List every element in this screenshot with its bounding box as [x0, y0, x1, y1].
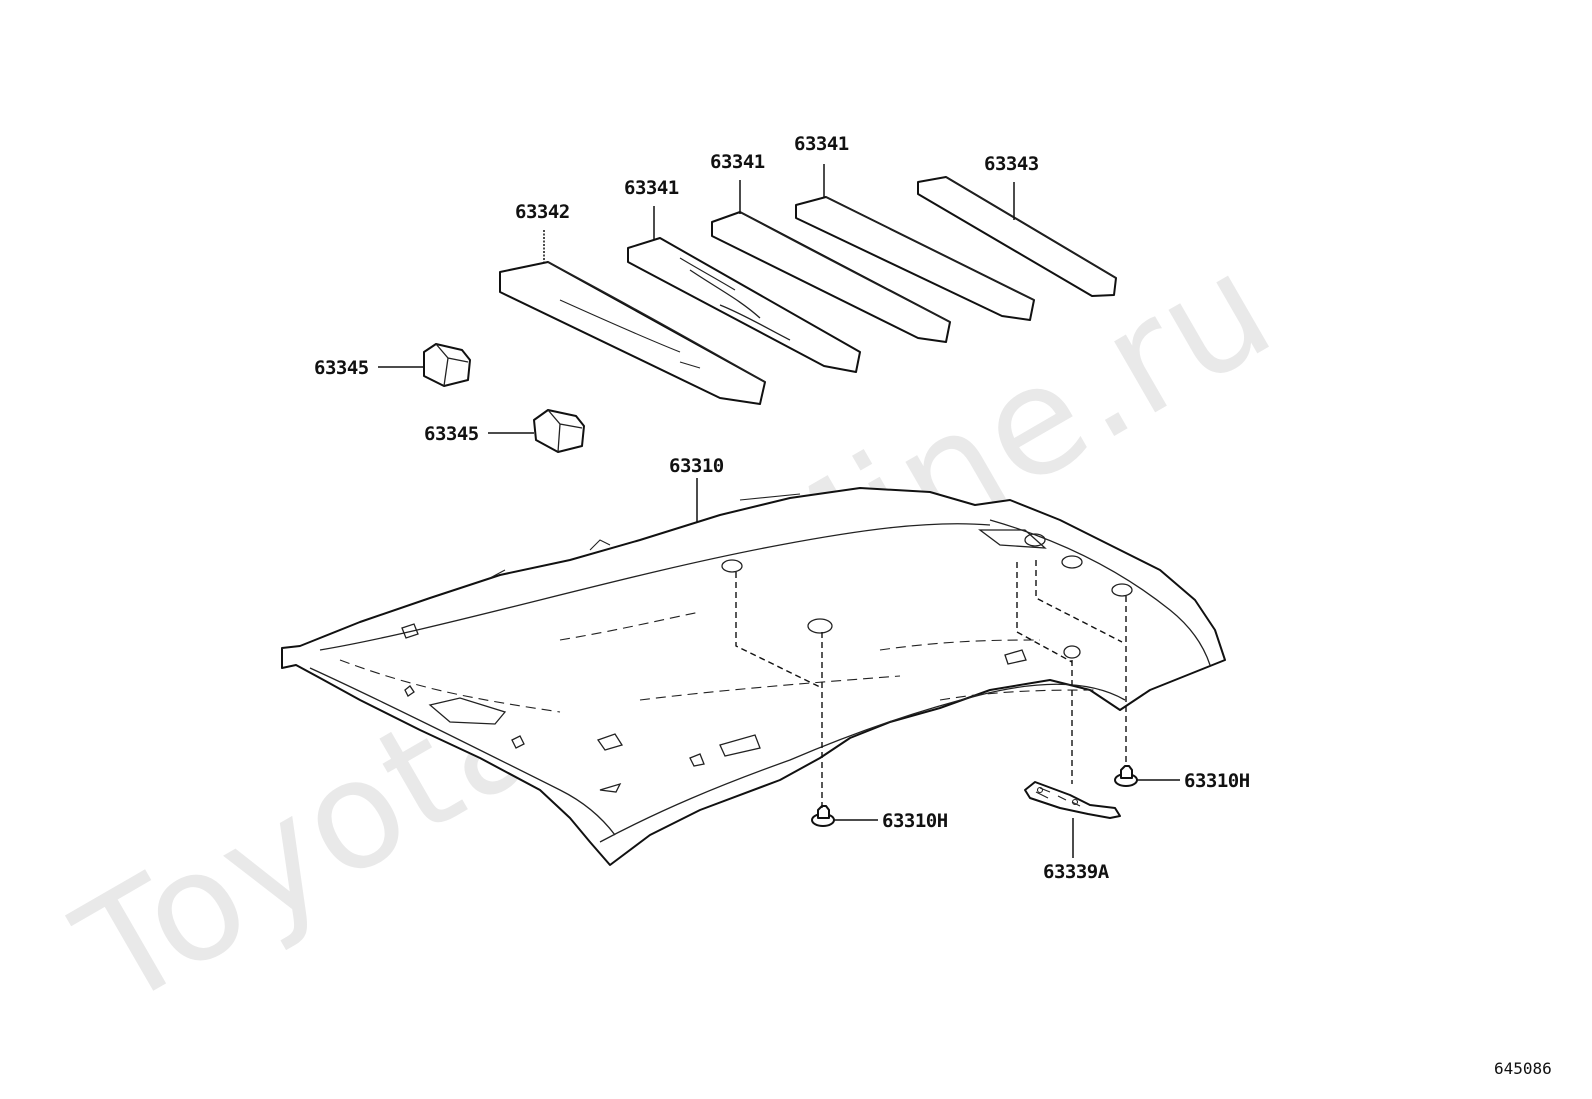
label-63345-b[interactable]: 63345: [424, 423, 479, 445]
label-63310h-a[interactable]: 63310H: [882, 810, 948, 832]
label-63339a[interactable]: 63339A: [1043, 861, 1110, 883]
attachment-guides: [735, 560, 1127, 808]
label-63341-c[interactable]: 63341: [794, 133, 849, 155]
headliner-63310[interactable]: [281, 487, 1226, 866]
diagram-code: 645086: [1494, 1059, 1552, 1078]
pad-63341-a[interactable]: [627, 237, 861, 373]
label-63343[interactable]: 63343: [984, 153, 1039, 175]
label-63310h-b[interactable]: 63310H: [1184, 770, 1250, 792]
clip-63310h-b[interactable]: [1114, 765, 1138, 787]
label-63310[interactable]: 63310: [669, 455, 724, 477]
pad-63341-c[interactable]: [795, 196, 1035, 321]
label-63342[interactable]: 63342: [515, 201, 570, 223]
bracket-63339a[interactable]: [1024, 781, 1121, 819]
pad-63342[interactable]: [499, 261, 766, 405]
label-63345-a[interactable]: 63345: [314, 357, 369, 379]
clip-63310h-a[interactable]: [811, 805, 835, 827]
block-63345-a[interactable]: [423, 343, 471, 387]
label-63341-b[interactable]: 63341: [710, 151, 765, 173]
leader-lines: [378, 164, 1180, 858]
pad-63343[interactable]: [917, 176, 1117, 297]
label-63341-a[interactable]: 63341: [624, 177, 679, 199]
block-63345-b[interactable]: [533, 409, 585, 453]
